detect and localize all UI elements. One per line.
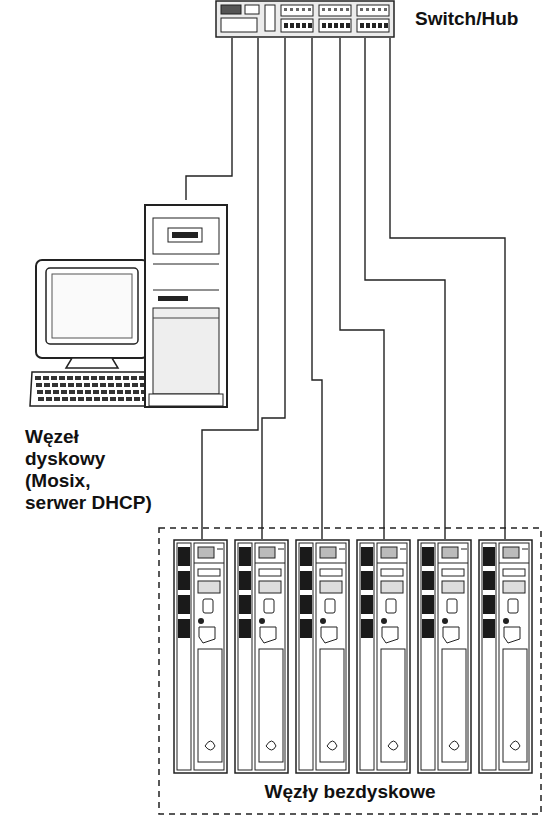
network-cable — [262, 38, 285, 539]
network-cable — [390, 38, 505, 539]
diskless-node-drawing — [356, 539, 411, 774]
diskless-node — [295, 539, 350, 774]
network-cable — [365, 38, 445, 539]
node-label: Węzły bezdyskowe — [158, 781, 542, 803]
network-cable — [340, 38, 384, 539]
diskless-group: Węzły bezdyskowe — [158, 527, 542, 815]
node-label: Switch/Hub — [415, 8, 551, 30]
diskless-node — [478, 539, 533, 774]
network-cable — [186, 38, 232, 200]
diskless-node-drawing — [417, 539, 472, 774]
disk-node-computer-drawing — [30, 200, 230, 412]
network-cable — [312, 38, 322, 539]
diskless-node-drawing — [478, 539, 533, 774]
diskless-node — [417, 539, 472, 774]
diskless-node — [234, 539, 289, 774]
diskless-node-drawing — [295, 539, 350, 774]
diskless-node-drawing — [234, 539, 289, 774]
diskless-node — [173, 539, 228, 774]
node-label: Węzeł dyskowy (Mosix, serwer DHCP) — [25, 426, 155, 513]
disk-node-computer: Węzeł dyskowy (Mosix, serwer DHCP) — [30, 200, 230, 412]
diskless-node-drawing — [173, 539, 228, 774]
diskless-node — [356, 539, 411, 774]
switch-device-drawing — [215, 0, 395, 38]
switch-device: Switch/Hub — [215, 0, 395, 38]
